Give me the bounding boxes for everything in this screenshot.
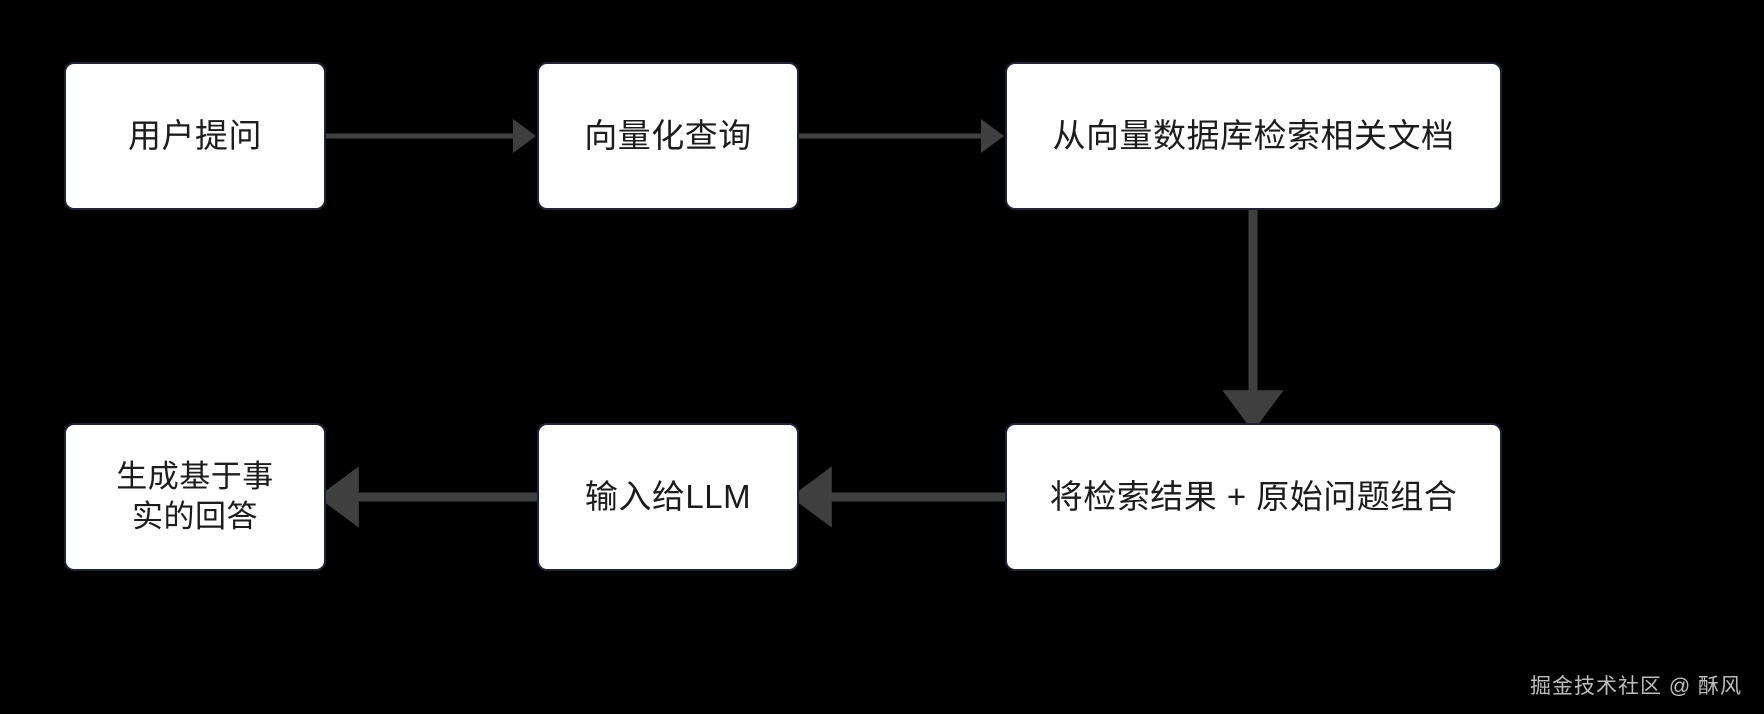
node-label: 从向量数据库检索相关文档	[1052, 116, 1455, 154]
flowchart-node-retrieve-docs[interactable]: 从向量数据库检索相关文档	[1005, 62, 1502, 210]
watermark: 掘金技术社区 @ 酥风	[1530, 675, 1742, 698]
node-label: 输入给LLM	[584, 477, 752, 515]
node-label: 用户提问	[128, 116, 262, 154]
node-label: 将检索结果 + 原始问题组合	[1049, 477, 1458, 515]
flowchart-node-generate-answer[interactable]: 生成基于事 实的回答	[64, 423, 326, 571]
flowchart-node-combine[interactable]: 将检索结果 + 原始问题组合	[1005, 423, 1502, 571]
flowchart-node-input-llm[interactable]: 输入给LLM	[537, 423, 799, 571]
node-label: 向量化查询	[584, 116, 752, 154]
node-label: 生成基于事 实的回答	[116, 459, 274, 534]
flowchart-node-vectorize-query[interactable]: 向量化查询	[537, 62, 799, 210]
flowchart-node-user-question[interactable]: 用户提问	[64, 62, 326, 210]
